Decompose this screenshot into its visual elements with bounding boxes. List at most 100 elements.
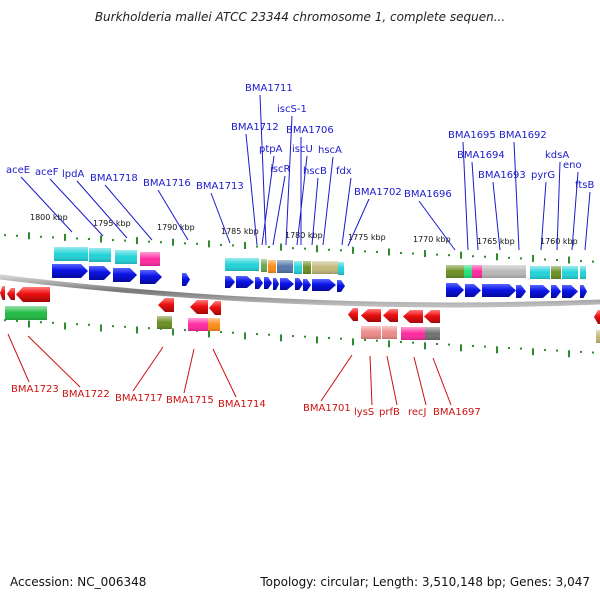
reverse-gene-leader [413, 356, 427, 406]
scale-label: 1775 kbp [348, 233, 386, 242]
gene-label: iscU [292, 144, 313, 155]
forward-gene-leader [347, 198, 370, 247]
scale-label: 1785 kbp [221, 227, 259, 236]
forward-gene-arrow [182, 273, 190, 286]
lower-scale-tick [52, 321, 54, 324]
lower-scale-tick [568, 350, 570, 358]
upper-scale-tick [460, 251, 462, 259]
reverse-gene-arrow [424, 310, 440, 323]
lower-scale-tick [544, 348, 546, 351]
scale-label: 1795 kbp [93, 219, 131, 228]
feature-box-shine [516, 265, 526, 278]
forward-gene-leader [210, 192, 231, 244]
reverse-gene-arrow [209, 301, 221, 315]
gene-label: kdsA [545, 150, 569, 161]
lower-scale-tick [292, 335, 294, 338]
gene-label: lysS [354, 407, 374, 418]
upper-scale-tick [568, 256, 570, 264]
lower-scale-tick [472, 344, 474, 347]
forward-gene-leader [285, 115, 293, 246]
gene-label: BMA1716 [143, 178, 191, 189]
feature-box-shine [361, 326, 381, 339]
gene-label: BMA1701 [303, 403, 351, 414]
gene-label: recJ [408, 407, 427, 418]
lower-scale-tick [340, 337, 342, 340]
scale-label: 1790 kbp [157, 223, 195, 232]
feature-box-shine [225, 258, 259, 271]
reverse-gene-arrow [0, 286, 5, 300]
forward-gene-leader [341, 177, 352, 246]
lower-scale-tick [532, 348, 534, 356]
upper-scale-tick [4, 234, 6, 237]
lower-scale-tick [28, 320, 30, 328]
forward-gene-leader [471, 161, 479, 251]
feature-box-shine [277, 260, 293, 273]
lower-scale-tick [4, 319, 6, 322]
upper-scale-tick [484, 255, 486, 258]
scale-label: 1800 kbp [30, 213, 68, 222]
lower-scale-tick [364, 339, 366, 342]
upper-scale-tick [316, 245, 318, 253]
forward-gene-arrow [113, 268, 137, 282]
feature-box-shine [268, 260, 276, 273]
lower-scale-tick [220, 331, 222, 334]
gene-label: BMA1711 [245, 83, 293, 94]
forward-gene-leader [556, 161, 561, 251]
upper-scale-tick [508, 256, 510, 259]
reverse-gene-leader [132, 346, 164, 392]
feature-box-shine [54, 247, 88, 261]
feature-box-shine [261, 259, 267, 272]
upper-scale-tick [148, 240, 150, 243]
forward-gene-leader [20, 176, 73, 233]
lower-scale-tick [520, 347, 522, 350]
lower-scale-tick [184, 329, 186, 332]
upper-scale-tick [424, 250, 426, 258]
lower-scale-tick [88, 323, 90, 326]
upper-scale-tick [436, 253, 438, 256]
lower-scale-tick [208, 330, 210, 338]
gene-label: aceF [35, 167, 59, 178]
forward-gene-arrow [303, 279, 311, 291]
lower-scale-tick [112, 325, 114, 328]
scale-label: 1770 kbp [413, 235, 451, 244]
feature-box-shine [562, 266, 578, 279]
reverse-gene-leader [386, 355, 398, 406]
forward-gene-arrow [273, 278, 279, 290]
gene-label: iscR [270, 164, 290, 175]
forward-gene-arrow [580, 285, 587, 298]
upper-scale-tick [40, 235, 42, 238]
forward-gene-leader [157, 189, 189, 241]
forward-gene-arrow [89, 266, 111, 280]
gene-label: BMA1702 [354, 187, 402, 198]
upper-scale-tick [88, 237, 90, 240]
gene-arrows [0, 264, 600, 324]
feature-box-shine [472, 265, 482, 278]
forward-gene-arrow [337, 280, 345, 292]
gene-label: BMA1693 [478, 170, 526, 181]
lower-scale-tick [436, 342, 438, 345]
upper-scale-tick [112, 239, 114, 242]
upper-scale-tick [16, 234, 18, 237]
feature-box-shine [303, 261, 311, 274]
forward-gene-leader [462, 141, 469, 251]
upper-scale-tick [340, 249, 342, 252]
lower-scale-tick [148, 327, 150, 330]
forward-gene-leader [245, 133, 258, 246]
gene-label: pyrG [531, 170, 555, 181]
lower-scale-tick [40, 321, 42, 324]
upper-scale-tick [76, 237, 78, 240]
lower-scale-tick [484, 345, 486, 348]
lower-scale-tick [556, 349, 558, 352]
gene-label: prfB [379, 407, 400, 418]
forward-gene-arrow [530, 285, 550, 298]
upper-scale-tick [580, 260, 582, 263]
gene-label: BMA1717 [115, 393, 163, 404]
upper-scale-tick [472, 255, 474, 258]
reverse-gene-arrow [158, 298, 174, 312]
upper-scale-tick [292, 247, 294, 250]
lower-scale-tick [124, 325, 126, 328]
feature-box-shine [115, 250, 137, 264]
forward-gene-arrow [52, 264, 88, 278]
